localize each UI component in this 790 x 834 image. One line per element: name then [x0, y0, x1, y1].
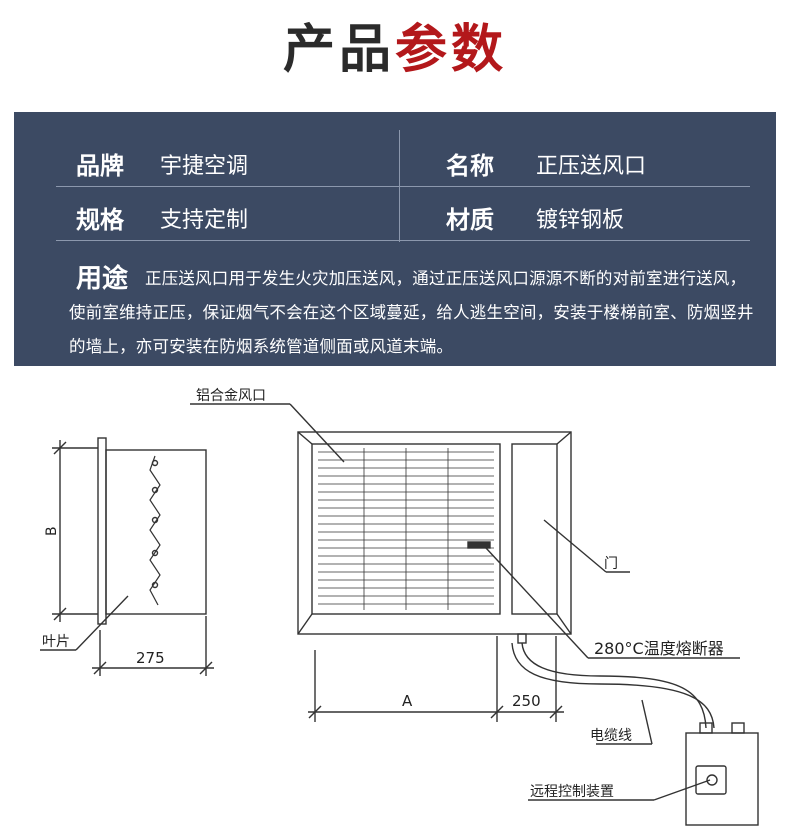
usage-label: 用途: [76, 264, 129, 294]
material-label: 材质: [446, 206, 494, 234]
fuse-body: [517, 633, 527, 644]
row-divider: [56, 240, 750, 241]
door-panel: [511, 443, 558, 615]
remote-leader: [653, 779, 711, 801]
name-label: 名称: [446, 152, 494, 180]
brand-label: 品牌: [76, 152, 124, 180]
blade-zigzag: [149, 455, 161, 606]
label-aluminum-outlet: 铝合金风口: [196, 388, 266, 404]
outlet-leader: [289, 403, 345, 463]
cable-leader: [641, 699, 653, 745]
front-frame: [297, 431, 572, 635]
label-door: 门: [604, 556, 618, 572]
dim-b-label: B: [44, 526, 60, 536]
size-value: 支持定制: [160, 208, 249, 233]
label-blade: 叶片: [42, 634, 70, 650]
side-flange: [97, 437, 107, 625]
name-value: 正压送风口: [536, 154, 647, 179]
cable: [521, 642, 707, 729]
dim-250-label: 250: [512, 692, 541, 710]
label-fuse: 280°C温度熔断器: [594, 639, 724, 658]
fuse-handle: [467, 541, 491, 549]
label-remote: 远程控制装置: [530, 784, 614, 800]
usage-text: 正压送风口用于发生火灾加压送风，通过正压送风口源源不断的对前室进行送风，使前室维…: [69, 269, 754, 356]
label-cable: 电缆线: [590, 728, 632, 744]
blade-leader: [75, 595, 129, 651]
fuse-leader: [485, 547, 589, 659]
material-value: 镀锌钢板: [536, 208, 625, 233]
spec-panel: 品牌 宇捷空调 名称 正压送风口 规格 支持定制 材质 镀锌钢板 用途 正压送风…: [14, 112, 776, 366]
dim-275-label: 275: [136, 649, 165, 667]
side-body: [105, 449, 207, 615]
size-label: 规格: [76, 206, 124, 234]
dim-a-label: A: [402, 692, 413, 710]
page-title: 产品参数: [0, 14, 790, 86]
title-part2: 参数: [395, 20, 508, 80]
title-part1: 产品: [282, 20, 395, 80]
brand-value: 宇捷空调: [160, 154, 249, 179]
row-divider: [56, 186, 750, 187]
remote-box: [685, 732, 759, 826]
door-leader: [543, 519, 607, 573]
technical-drawing: 铝合金风口 叶片 门 280°C温度熔断器 电缆线 远程控制装置 B 275 A…: [40, 388, 759, 826]
